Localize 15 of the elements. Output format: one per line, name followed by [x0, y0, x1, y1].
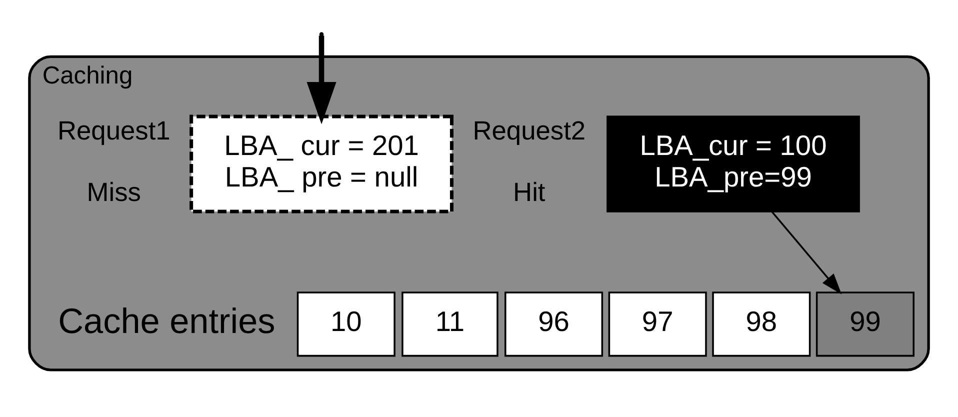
label: Cache entries: [58, 302, 276, 341]
node-box: 96: [504, 292, 604, 357]
node-label: Hit: [513, 176, 546, 207]
node-box: 97: [608, 292, 707, 357]
node-box: 11: [402, 292, 498, 357]
node-label: Request2: [472, 115, 586, 146]
arrow: [306, 36, 336, 124]
node-label: Request1: [57, 115, 170, 146]
arrow: [771, 211, 842, 294]
node-label: Miss: [86, 176, 142, 207]
node-box: 98: [712, 292, 811, 357]
node-box: 99: [816, 292, 914, 357]
node-box: LBA_cur = 100 LBA_pre=99: [606, 116, 860, 212]
node-box: LBA_ cur = 201 LBA_ pre = null: [190, 114, 454, 214]
node-box: 10: [296, 292, 396, 357]
